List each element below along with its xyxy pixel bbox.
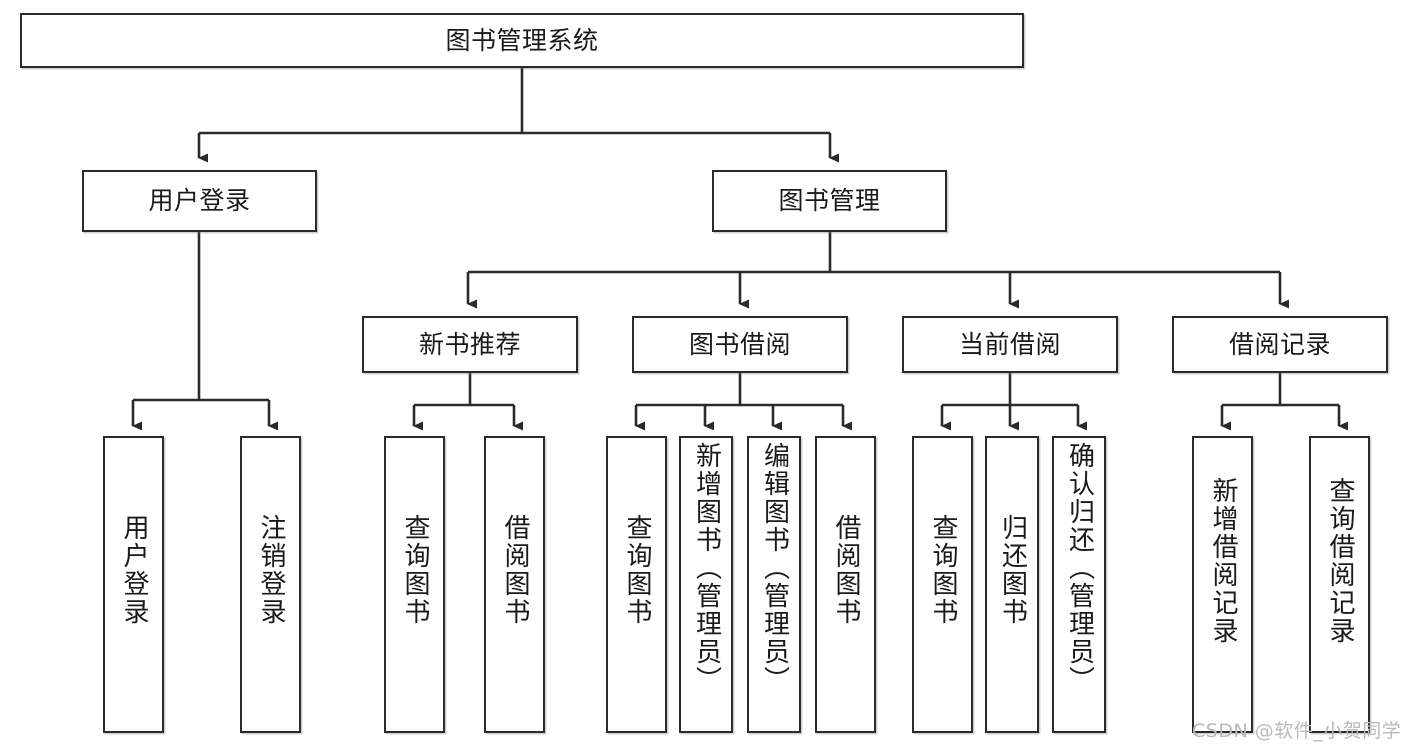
node-borrow-records[interactable]: 借阅记录 xyxy=(1172,316,1388,373)
node-label: 借阅图书 xyxy=(831,514,862,626)
node-label: 查询借阅记录 xyxy=(1325,477,1356,645)
node-label: 注销登录 xyxy=(256,514,287,626)
leaf-add-borrow-record[interactable]: 新增借阅记录 xyxy=(1192,436,1253,733)
node-label: 归还图书 xyxy=(997,514,1028,626)
node-label: 查询图书 xyxy=(928,514,959,626)
csdn-watermark: CSDN @软件_小贺同学 xyxy=(1192,720,1402,742)
leaf-borrow-book-borrowing[interactable]: 借阅图书 xyxy=(815,436,876,733)
leaf-query-book-borrowing[interactable]: 查询图书 xyxy=(606,436,667,733)
node-label: 借阅图书 xyxy=(500,514,531,626)
node-current-borrowing[interactable]: 当前借阅 xyxy=(902,316,1118,373)
node-label: 图书管理系统 xyxy=(445,25,599,55)
node-book-management[interactable]: 图书管理 xyxy=(712,170,947,232)
node-book-management-system[interactable]: 图书管理系统 xyxy=(20,13,1024,68)
node-label: 新增借阅记录 xyxy=(1208,477,1239,645)
node-label: 当前借阅 xyxy=(958,329,1061,359)
leaf-borrow-book-recommendation[interactable]: 借阅图书 xyxy=(484,436,545,733)
leaf-logout[interactable]: 注销登录 xyxy=(240,436,301,733)
node-book-borrowing[interactable]: 图书借阅 xyxy=(632,316,848,373)
node-label: 查询图书 xyxy=(622,514,653,626)
node-label: 图书管理 xyxy=(778,186,881,216)
node-label: 借阅记录 xyxy=(1228,329,1331,359)
leaf-user-login[interactable]: 用户登录 xyxy=(103,436,164,733)
leaf-add-book-admin[interactable]: 新增图书（管理员） xyxy=(679,436,733,733)
node-label: 编辑图书（管理员） xyxy=(759,442,790,694)
node-label: 确认归还（管理员） xyxy=(1064,442,1095,694)
leaf-query-book-current[interactable]: 查询图书 xyxy=(912,436,973,733)
leaf-confirm-return-admin[interactable]: 确认归还（管理员） xyxy=(1052,436,1106,733)
leaf-edit-book-admin[interactable]: 编辑图书（管理员） xyxy=(747,436,801,733)
node-label: 用户登录 xyxy=(119,514,150,626)
node-new-book-recommendation[interactable]: 新书推荐 xyxy=(362,316,578,373)
node-label: 用户登录 xyxy=(148,186,251,216)
node-user-login[interactable]: 用户登录 xyxy=(82,170,317,232)
node-label: 新增图书（管理员） xyxy=(691,442,722,694)
leaf-query-book-recommendation[interactable]: 查询图书 xyxy=(384,436,445,733)
node-label: 查询图书 xyxy=(400,514,431,626)
leaf-return-book[interactable]: 归还图书 xyxy=(985,436,1039,733)
leaf-query-borrow-record[interactable]: 查询借阅记录 xyxy=(1309,436,1370,733)
node-label: 新书推荐 xyxy=(418,329,521,359)
node-label: 图书借阅 xyxy=(688,329,791,359)
